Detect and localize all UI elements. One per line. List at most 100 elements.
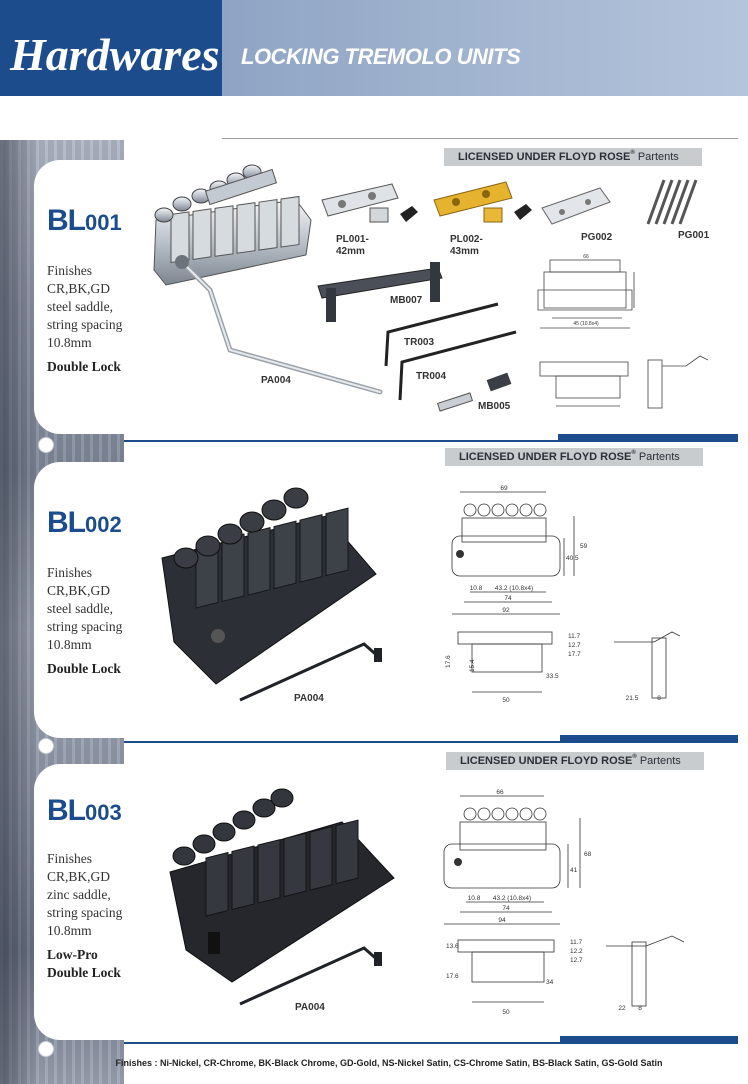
header-title-block bbox=[222, 0, 748, 96]
product-description: Finishes CR,BK,GD steel saddle, string s… bbox=[47, 262, 167, 376]
license-suffix: Partents bbox=[637, 151, 679, 163]
technical-drawing-bl003-top: 66 68 41 10.8 43.2 (10.8x4) 74 94 bbox=[443, 789, 592, 925]
technical-drawing-bl001-side bbox=[539, 361, 629, 407]
dim-label: 15.4 bbox=[469, 659, 476, 672]
finishes-legend-text: Finishes : Ni-Nickel, CR-Chrome, BK-Blac… bbox=[115, 1058, 663, 1068]
dim-label: 12.7 bbox=[568, 642, 581, 649]
screw-photo-mb005 bbox=[436, 372, 512, 412]
lock-type: Double Lock bbox=[47, 359, 121, 374]
panel-divider bbox=[124, 440, 738, 442]
dim-label: 66 bbox=[583, 254, 589, 260]
desc-line: string spacing bbox=[47, 317, 123, 332]
dim-label: 45 (10.8x4) bbox=[573, 321, 599, 327]
model-prefix: BL bbox=[47, 794, 86, 827]
desc-line: Finishes bbox=[47, 263, 93, 278]
bridge-photo-bl002 bbox=[161, 487, 377, 685]
part-label-mb007: MB007 bbox=[390, 295, 423, 306]
part-label-tr003: TR003 bbox=[404, 337, 435, 348]
license-text: LICENSED UNDER FLOYD ROSE bbox=[458, 151, 631, 163]
dim-label: 74 bbox=[502, 905, 510, 912]
model-title: BL001 bbox=[47, 204, 122, 238]
desc-line: steel saddle, bbox=[47, 299, 113, 314]
brand-title: Hardwares bbox=[10, 29, 220, 80]
license-bar: LICENSED UNDER FLOYD ROSE® Partents bbox=[445, 448, 703, 466]
desc-line: string spacing bbox=[47, 905, 123, 920]
license-text: LICENSED UNDER FLOYD ROSE bbox=[459, 451, 632, 463]
desc-line: 10.8mm bbox=[47, 923, 92, 938]
technical-drawing-bl001-profile bbox=[647, 355, 709, 409]
model-prefix: BL bbox=[47, 506, 86, 539]
dim-label: 21.5 bbox=[626, 695, 639, 702]
model-number: 001 bbox=[85, 210, 122, 235]
desc-line: CR,BK,GD bbox=[47, 869, 111, 884]
lock-type: Double Lock bbox=[47, 965, 121, 980]
part-label-mb005: MB005 bbox=[478, 401, 511, 412]
part-label-pl001: PL001-42mm bbox=[336, 234, 369, 257]
top-divider bbox=[222, 138, 738, 139]
part-label-tr004: TR004 bbox=[416, 371, 447, 382]
desc-line: steel saddle, bbox=[47, 601, 113, 616]
model-number: 002 bbox=[85, 512, 122, 537]
header-brand-block bbox=[0, 0, 222, 96]
product-description: Finishes CR,BK,GD steel saddle, string s… bbox=[47, 564, 167, 678]
dim-label: 50 bbox=[502, 697, 510, 704]
product-description: Finishes CR,BK,GD zinc saddle, string sp… bbox=[47, 850, 167, 982]
product-panel-bl001 bbox=[34, 160, 748, 434]
panel-hole bbox=[38, 738, 54, 754]
lock-type: Low-Pro bbox=[47, 947, 98, 962]
dim-label: 33.5 bbox=[546, 673, 559, 680]
license-suffix: Partents bbox=[639, 755, 681, 767]
model-title: BL002 bbox=[47, 506, 122, 540]
desc-line: zinc saddle, bbox=[47, 887, 111, 902]
tremolo-arm-photo bbox=[175, 255, 383, 395]
dim-label: 50 bbox=[502, 1009, 510, 1016]
part-label-pa004: PA004 bbox=[295, 1002, 325, 1013]
dim-label: 68 bbox=[584, 851, 592, 858]
background-photo-shade bbox=[0, 140, 40, 1084]
dim-label: 34 bbox=[546, 979, 554, 986]
desc-line: Finishes bbox=[47, 851, 93, 866]
dim-label: 17.6 bbox=[445, 655, 452, 668]
desc-line: CR,BK,GD bbox=[47, 583, 111, 598]
dim-label: 17.6 bbox=[446, 973, 459, 980]
desc-line: Finishes bbox=[47, 565, 93, 580]
license-text: LICENSED UNDER FLOYD ROSE bbox=[460, 755, 633, 767]
desc-line: 10.8mm bbox=[47, 335, 92, 350]
dim-label: 11.7 bbox=[568, 633, 581, 640]
allen-key-photo-tr004 bbox=[398, 330, 517, 401]
panel-divider-accent bbox=[558, 434, 738, 441]
desc-line: 10.8mm bbox=[47, 637, 92, 652]
tremolo-arm-photo bbox=[239, 946, 382, 1006]
license-bar: LICENSED UNDER FLOYD ROSE® Partents bbox=[444, 148, 702, 166]
part-label-pa004: PA004 bbox=[261, 375, 291, 386]
model-title: BL003 bbox=[47, 794, 122, 828]
part-label-pa004: PA004 bbox=[294, 693, 324, 704]
locking-nut-photo-pl001 bbox=[321, 183, 418, 223]
part-label-pg001: PG001 bbox=[678, 230, 710, 241]
technical-drawing-bl003-side: 17.6 13.6 34 50 bbox=[446, 939, 555, 1016]
technical-drawing-bl002-profile-dims: 11.7 12.7 17.7 bbox=[568, 633, 581, 658]
dim-label: 10.8 bbox=[468, 895, 481, 902]
technical-drawing-bl003-profile-dims: 11.7 12.2 12.7 bbox=[570, 939, 583, 964]
model-prefix: BL bbox=[47, 204, 86, 237]
plate-photo-pg002 bbox=[541, 187, 611, 225]
mount-bar-photo-mb007 bbox=[317, 262, 443, 322]
technical-drawing-bl002-side: 17.6 15.4 33.5 50 bbox=[445, 631, 559, 704]
panel-divider-accent bbox=[560, 735, 738, 742]
dim-label: 92 bbox=[502, 607, 510, 614]
dim-label: 8 bbox=[657, 695, 661, 702]
panel-divider bbox=[124, 741, 738, 743]
dim-label: 22 bbox=[618, 1005, 626, 1012]
dim-label: 11.7 bbox=[570, 939, 583, 946]
dim-label: 17.7 bbox=[568, 651, 581, 658]
technical-drawing-bl003-profile: 22 8 bbox=[606, 935, 685, 1012]
panel-divider bbox=[124, 1042, 738, 1044]
finishes-legend: Finishes : Ni-Nickel, CR-Chrome, BK-Blac… bbox=[0, 1058, 748, 1068]
technical-drawing-bl002-profile: 21.5 8 bbox=[614, 631, 681, 702]
dim-label: 8 bbox=[638, 1005, 642, 1012]
technical-drawing-bl002-top: 69 59 40.5 10.8 43.2 (10.8x4) 74 92 bbox=[451, 485, 588, 615]
panel-hole bbox=[38, 1041, 54, 1057]
dim-label: 69 bbox=[500, 485, 508, 492]
registered-mark: ® bbox=[630, 150, 635, 156]
dim-label: 43.2 (10.8x4) bbox=[493, 895, 531, 902]
